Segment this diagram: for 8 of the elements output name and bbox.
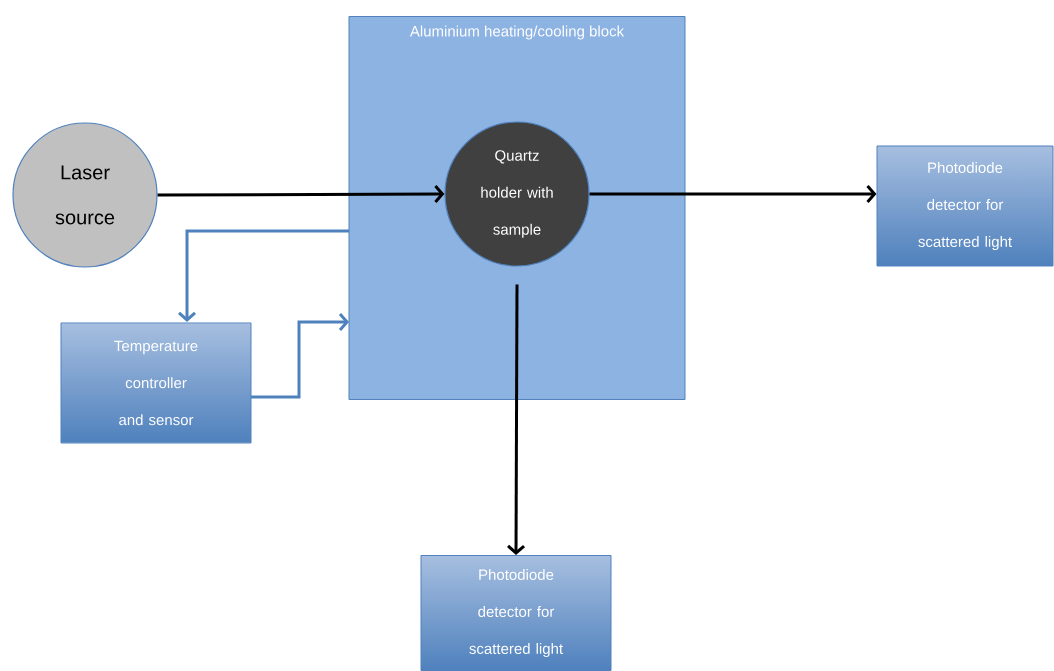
detector-box: Photodiode detector for scattered light xyxy=(420,555,612,671)
detector-box: Photodiode detector for scattered light xyxy=(876,145,1054,267)
controller-box: Temperature controller and sensor xyxy=(60,322,252,444)
arrow xyxy=(507,284,526,555)
arrow xyxy=(589,185,877,203)
arrow xyxy=(157,185,445,203)
arrow xyxy=(178,229,349,322)
arrow xyxy=(251,313,349,399)
